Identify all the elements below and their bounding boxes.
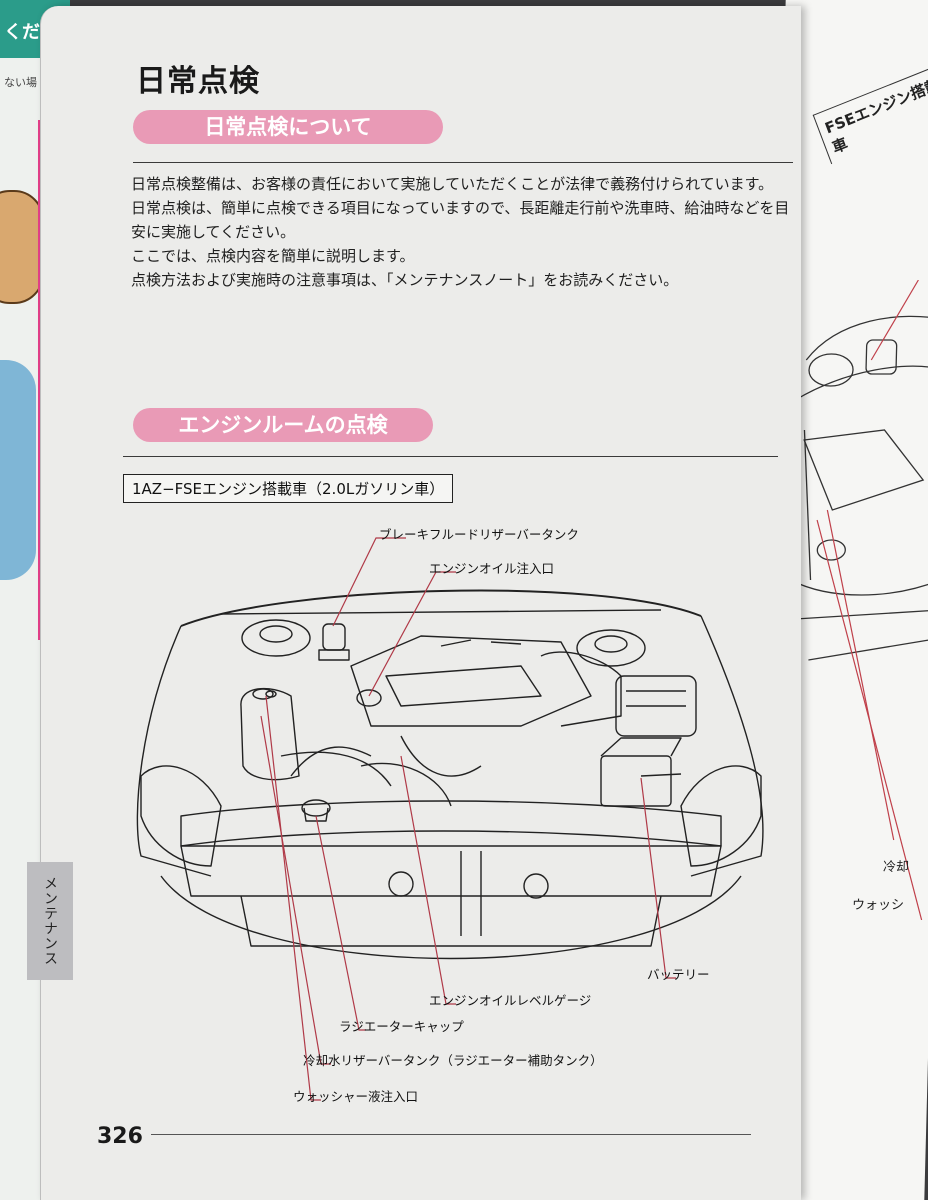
right-page-label-coolant: 冷却 xyxy=(882,860,910,875)
left-page-small-text: ない場 xyxy=(4,76,37,89)
page-title: 日常点検 xyxy=(136,64,260,99)
body-text: 日常点検整備は、お客様の責任において実施していただくことが法律で義務付けられてい… xyxy=(131,172,791,292)
callout-brake-reservoir: ブレーキフルードリザーバータンク xyxy=(379,527,579,542)
page-number: 326 xyxy=(97,1124,143,1149)
callout-oil-filler: エンジンオイル注入口 xyxy=(429,561,555,576)
body-paragraph: 点検方法および実施時の注意事項は、「メンテナンスノート」をお読みください。 xyxy=(131,271,679,289)
callout-oil-dipstick: エンジンオイルレベルゲージ xyxy=(429,993,592,1008)
section-heading-engine-room: エンジンルームの点検 xyxy=(133,408,433,442)
callout-washer-filler: ウォッシャー液注入口 xyxy=(293,1089,419,1104)
body-paragraph: ここでは、点検内容を簡単に説明します。 xyxy=(131,247,415,265)
side-tab-maintenance: メンテナンス xyxy=(27,862,73,980)
body-paragraph: 日常点検は、簡単に点検できる項目になっていますので、長距離走行前や洗車時、給油時… xyxy=(131,199,790,241)
callout-battery: バッテリー xyxy=(647,967,710,982)
right-background-page: FSEエンジン搭載車 冷却 ウォッシ xyxy=(754,0,928,1200)
right-page-label-washer: ウォッシ xyxy=(851,898,905,913)
manual-page: 日常点検 日常点検について 日常点検整備は、お客様の責任において実施していただく… xyxy=(27,6,801,1200)
section-rule xyxy=(133,162,793,163)
engine-type-label: 1AZ−FSEエンジン搭載車（2.0Lガソリン車） xyxy=(123,474,454,503)
callout-coolant-reservoir: 冷却水リザーバータンク（ラジエーター補助タンク） xyxy=(303,1053,603,1068)
section-rule xyxy=(123,456,778,457)
right-page-title: FSEエンジン搭載車 xyxy=(812,61,928,165)
footer-rule xyxy=(151,1134,751,1135)
cartoon-body-illustration xyxy=(0,360,36,580)
body-paragraph: 日常点検整備は、お客様の責任において実施していただくことが法律で義務付けられてい… xyxy=(131,175,774,193)
section-heading-daily-inspection: 日常点検について xyxy=(133,110,443,144)
engine-room-diagram xyxy=(136,537,764,1101)
right-page-engine-diagram xyxy=(779,280,928,920)
callout-radiator-cap: ラジエーターキャップ xyxy=(339,1019,464,1034)
